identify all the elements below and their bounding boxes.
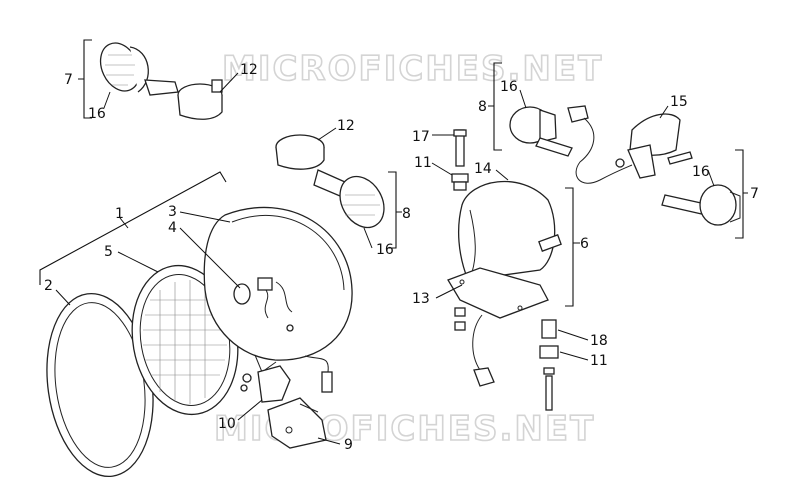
callout-11-bottom: 11 (590, 353, 608, 369)
callout-3: 3 (168, 204, 177, 220)
callout-12-left: 12 (240, 62, 258, 78)
spacer-top (451, 173, 469, 191)
callout-11-top: 11 (414, 155, 432, 171)
indicator-rear-left (509, 106, 573, 157)
callout-8-front: 8 (402, 206, 411, 222)
callout-5: 5 (104, 244, 113, 260)
washer-left (454, 307, 466, 317)
callout-16-front-right: 16 (376, 242, 394, 258)
indicator-front-right (313, 169, 385, 229)
mount-bracket (240, 365, 291, 403)
callout-16-front-left: 16 (88, 106, 106, 122)
callout-16-rear-left: 16 (500, 79, 518, 95)
callout-6: 6 (580, 236, 589, 252)
bracket-1 (39, 171, 227, 285)
callout-9: 9 (344, 437, 353, 453)
indicator-front-left (99, 42, 179, 96)
headlight-rim (46, 292, 154, 478)
callout-13: 13 (412, 291, 430, 307)
callout-4: 4 (168, 220, 177, 236)
spacer-bottom (539, 345, 559, 359)
screw-bottom (543, 367, 555, 411)
screw-top (453, 129, 467, 167)
callout-18: 18 (590, 333, 608, 349)
callout-15: 15 (670, 94, 688, 110)
wire-connector (567, 105, 633, 184)
callout-7-front: 7 (64, 72, 73, 88)
rear-light-unit (615, 113, 681, 179)
callout-2: 2 (44, 278, 53, 294)
clamp-ring-center (275, 134, 325, 170)
callout-17: 17 (412, 129, 430, 145)
callout-1: 1 (115, 206, 124, 222)
watermark-top: MICROFICHES.NET (222, 49, 603, 89)
tail-light-gasket (447, 267, 549, 387)
nut-left (454, 321, 466, 331)
callout-8-rear: 8 (478, 99, 487, 115)
callout-16-rear-right: 16 (692, 164, 710, 180)
indicator-rear-right (661, 184, 741, 226)
callout-10: 10 (218, 416, 236, 432)
sleeve-bottom (541, 319, 557, 339)
callout-12-center: 12 (337, 118, 355, 134)
callout-14: 14 (474, 161, 492, 177)
screw-rear (667, 151, 693, 165)
tail-light-housing (458, 180, 562, 281)
clamp-ring-top-left (177, 79, 223, 120)
callout-7-rear: 7 (750, 186, 759, 202)
